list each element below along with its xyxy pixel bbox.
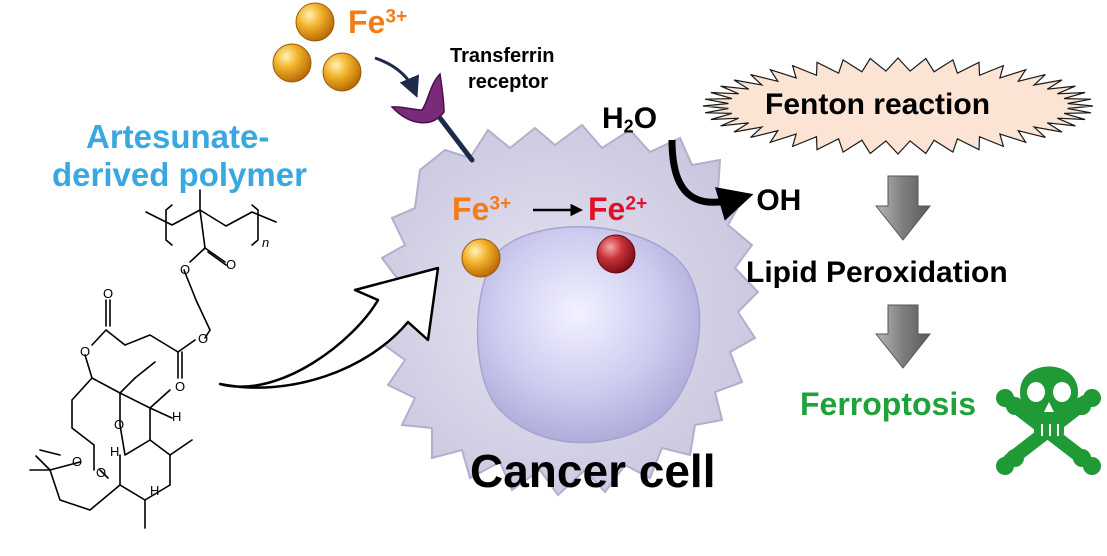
- fe3-cell-symbol: Fe: [452, 191, 490, 227]
- oh-radical-label: · OH: [738, 186, 801, 216]
- h2o-h: H: [602, 102, 624, 135]
- h2o-label: H2O: [602, 104, 657, 136]
- atom-h2: H: [110, 444, 120, 459]
- fe3-top-label: Fe3+: [348, 6, 407, 38]
- artesunate-structure: [29, 189, 277, 529]
- fe3-particle-1: [295, 2, 335, 42]
- fe3-particle-cluster: [272, 2, 362, 92]
- atom-o1: O: [226, 257, 237, 272]
- fe3-top-charge: 3+: [385, 6, 408, 28]
- down-arrow-2: [874, 304, 932, 369]
- fe3-particle-cell: [461, 238, 501, 278]
- atom-o8: O: [72, 454, 83, 469]
- polymer-label-line2: derived polymer: [52, 156, 307, 193]
- fe2-particle: [596, 234, 636, 274]
- skull-crossbones-icon: [996, 366, 1101, 475]
- cell-nucleus: [476, 226, 701, 444]
- lipid-peroxidation-label: Lipid Peroxidation: [746, 256, 1008, 289]
- cancer-cell-label: Cancer cell: [470, 445, 716, 497]
- atom-o2: O: [180, 262, 191, 277]
- fe3-cell-charge: 3+: [489, 193, 512, 215]
- radical-dot: ·: [738, 184, 748, 217]
- uptake-arrow: [374, 56, 420, 98]
- fenton-burst: [702, 57, 1094, 155]
- transferrin-label: Transferrin: [450, 45, 555, 67]
- atom-o9: O: [96, 465, 107, 480]
- atom-o3: O: [198, 331, 209, 346]
- h2o-o: O: [633, 102, 658, 135]
- down-arrow-1: [874, 175, 932, 241]
- fe3-top-symbol: Fe: [348, 4, 386, 40]
- atom-o7: O: [114, 417, 125, 432]
- fe2-cell-charge: 2+: [625, 193, 648, 215]
- fe3-particle-2: [272, 43, 312, 83]
- atom-o6: O: [80, 344, 91, 359]
- hydroxyl-arrow: [668, 139, 754, 221]
- fe3-particle-3: [322, 52, 362, 92]
- polymer-repeat-n: n: [262, 235, 270, 250]
- h2o-subscript: 2: [623, 116, 634, 137]
- receptor-label: receptor: [468, 71, 549, 93]
- oh-text: OH: [756, 184, 802, 217]
- atom-o4: O: [175, 379, 186, 394]
- atom-o5: O: [103, 286, 114, 301]
- fe3-cell-label: Fe3+: [452, 193, 511, 225]
- atom-h3: H: [150, 483, 160, 498]
- entry-arrow: [218, 266, 440, 389]
- ferroptosis-label: Ferroptosis: [800, 386, 977, 422]
- cancer-cell: [376, 123, 760, 497]
- transferrin-receptor-icon: [390, 72, 475, 163]
- atom-h1: H: [172, 409, 182, 424]
- fenton-label: Fenton reaction: [765, 88, 991, 121]
- fe2-cell-label: Fe2+: [588, 193, 647, 225]
- fe2-cell-symbol: Fe: [588, 191, 626, 227]
- polymer-label-line1: Artesunate-: [86, 118, 270, 155]
